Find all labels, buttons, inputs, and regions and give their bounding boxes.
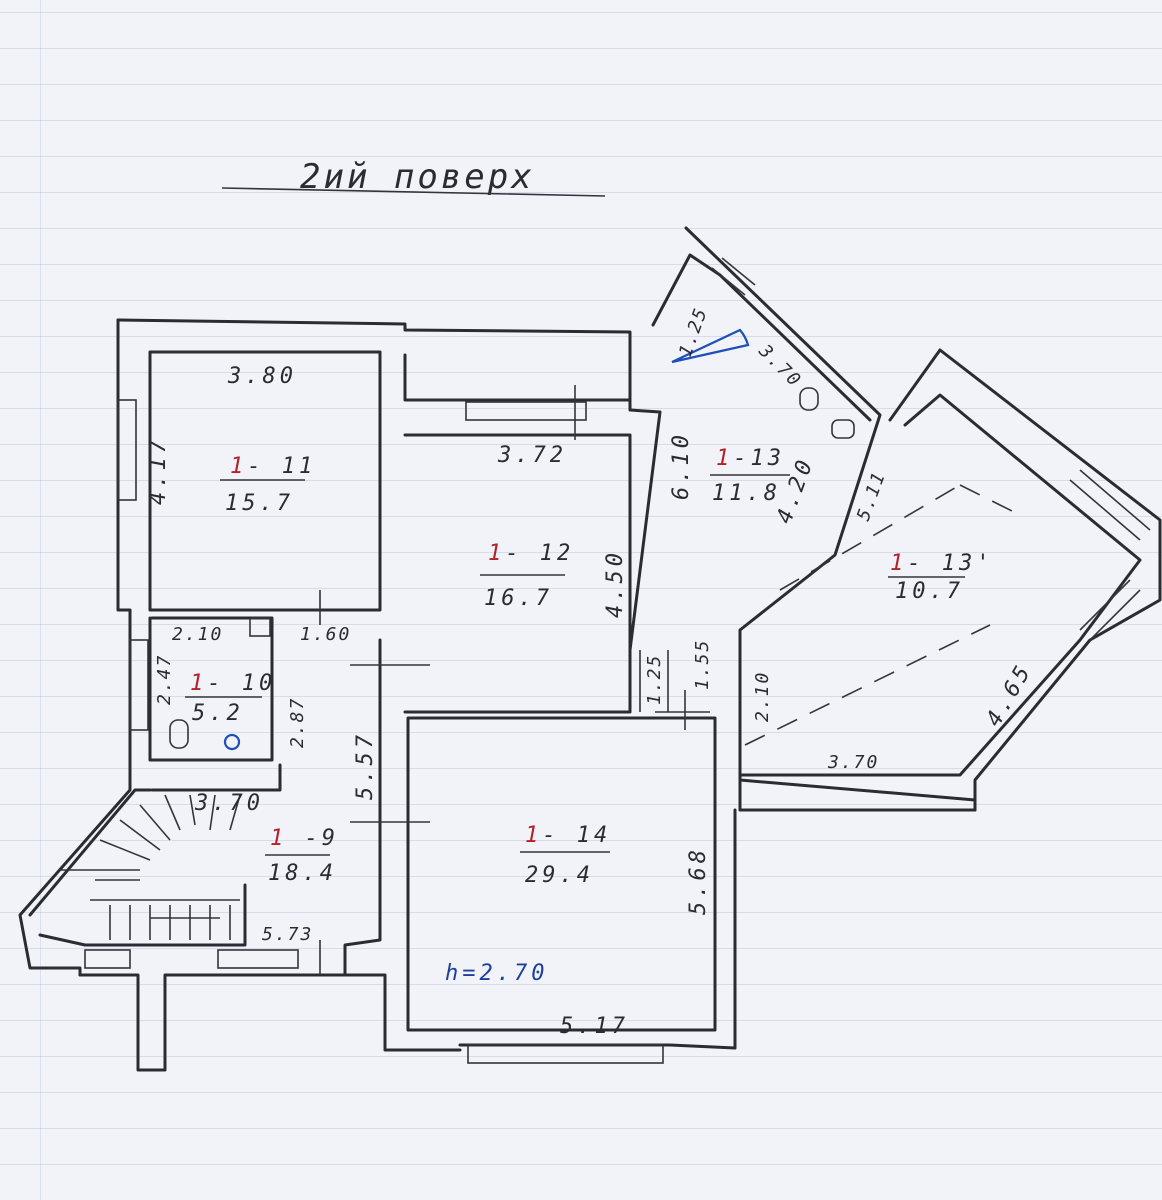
dim-3-80: 3.80 [227, 364, 297, 389]
dim-1-60: 1.60 [300, 624, 351, 645]
room-label-1-12: 1- 12 16.7 [480, 541, 574, 611]
dim-3-70-stairs: 3.70 [194, 791, 264, 816]
room-label-1-13: 1-13 11.8 [710, 446, 790, 506]
dim-5-68: 5.68 [686, 846, 711, 915]
dim-2-10-left: 2.10 [172, 624, 223, 645]
svg-text:29.4: 29.4 [525, 863, 594, 888]
dim-3-72: 3.72 [497, 443, 567, 468]
svg-text:1- 14: 1- 14 [525, 823, 611, 848]
lamp-icon [223, 733, 241, 751]
dim-4-17: 4.17 [146, 436, 171, 505]
toilet-icon [799, 387, 819, 411]
dimension-labels: 3.80 4.17 3.72 4.50 6.10 1.25 3.70 4.20 … [146, 304, 1038, 1039]
dim-1-25-top: 1.25 [675, 304, 712, 359]
dim-4-50: 4.50 [603, 549, 628, 618]
dim-2-47: 2.47 [154, 654, 175, 705]
ceiling-height: h=2.70 [445, 961, 548, 986]
sanitary-fixtures [169, 328, 855, 751]
staircase [60, 794, 241, 940]
sink-icon [831, 419, 855, 439]
svg-text:1-13: 1-13 [716, 446, 785, 471]
dim-1-25-door: 1.25 [644, 654, 665, 705]
room-label-1-11: 1- 11 15.7 [220, 454, 316, 516]
room-label-1-9: 1 -9 18.4 [265, 826, 339, 886]
windows [84, 257, 1151, 1064]
dim-2-10-right: 2.10 [752, 671, 773, 722]
sink-icon [249, 617, 271, 637]
room-label-1-13-prime: 1- 13' 10.7 [888, 551, 993, 604]
svg-text:1- 12: 1- 12 [488, 541, 574, 566]
dim-5-11: 5.11 [853, 468, 890, 523]
svg-text:16.7: 16.7 [484, 586, 553, 611]
svg-text:10.7: 10.7 [895, 579, 964, 604]
toilet-icon [169, 719, 189, 749]
dim-3-70-bath: 3.70 [754, 340, 806, 392]
svg-text:1- 11: 1- 11 [230, 454, 316, 479]
room-label-1-10: 1- 10 5.2 [185, 671, 276, 726]
svg-text:1- 13': 1- 13' [890, 551, 993, 576]
svg-text:11.8: 11.8 [712, 481, 781, 506]
dim-5-73: 5.73 [262, 924, 313, 945]
dim-5-57: 5.57 [353, 731, 378, 800]
dim-5-17: 5.17 [560, 1014, 629, 1039]
svg-text:1- 10: 1- 10 [190, 671, 276, 696]
outer-walls [18, 226, 1162, 1072]
dim-3-70-bottom: 3.70 [827, 752, 879, 773]
title-underline [221, 187, 606, 197]
dim-6-10: 6.10 [669, 431, 694, 500]
dim-2-87: 2.87 [287, 697, 308, 748]
svg-text:18.4: 18.4 [268, 861, 337, 886]
dim-1-55: 1.55 [692, 639, 713, 690]
svg-text:5.2: 5.2 [192, 701, 244, 726]
room-label-1-14: 1- 14 29.4 [520, 823, 611, 888]
slope-dashes [744, 484, 1021, 746]
svg-text:1 -9: 1 -9 [270, 826, 339, 851]
openings [319, 385, 710, 975]
shower-icon [671, 328, 750, 364]
svg-text:15.7: 15.7 [225, 491, 294, 516]
